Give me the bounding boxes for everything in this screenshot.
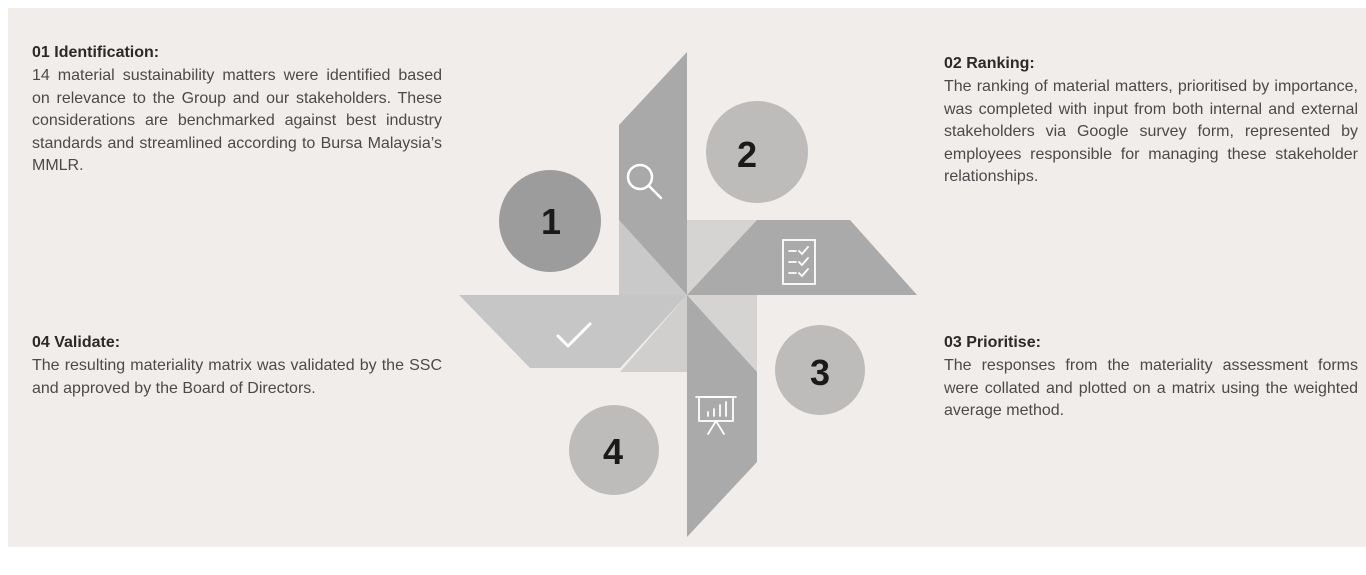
step-1-text: 01 Identification: 14 material sustainab…: [32, 43, 442, 178]
step-4-number: 4: [603, 431, 623, 472]
step-4-circle: [569, 405, 659, 495]
blade-bottom: [687, 295, 757, 537]
step-3-body: The responses from the materiality asses…: [944, 357, 1358, 419]
blade-top: [619, 52, 687, 295]
step-2-body: The ranking of material matters, priorit…: [944, 78, 1358, 185]
step-1-circle: [499, 170, 601, 272]
step-4-text: 04 Validate: The resulting materiality m…: [32, 333, 442, 400]
step-2-title: 02 Ranking:: [944, 55, 1035, 72]
blade-left: [459, 295, 687, 368]
step-1-title: 01 Identification:: [32, 44, 160, 61]
step-1-number: 1: [541, 201, 561, 242]
step-3-number: 3: [810, 352, 830, 393]
step-2-number: 2: [737, 134, 757, 175]
step-3-title: 03 Prioritise:: [944, 334, 1041, 351]
blade-right: [687, 220, 917, 295]
step-4-title: 04 Validate:: [32, 334, 121, 351]
step-2-circle: [706, 101, 808, 203]
presentation-chart-icon: [695, 396, 737, 435]
step-2-text: 02 Ranking: The ranking of material matt…: [944, 54, 1358, 189]
inner-wedge-bottom-left: [620, 295, 687, 372]
step-3-circle: [775, 325, 865, 415]
magnifier-icon: [626, 163, 663, 200]
checkmark-icon: [556, 322, 592, 348]
step-3-text: 03 Prioritise: The responses from the ma…: [944, 333, 1358, 423]
step-1-body: 14 material sustainability matters were …: [32, 67, 442, 174]
step-4-body: The resulting materiality matrix was val…: [32, 357, 442, 397]
checklist-icon: [782, 239, 816, 285]
